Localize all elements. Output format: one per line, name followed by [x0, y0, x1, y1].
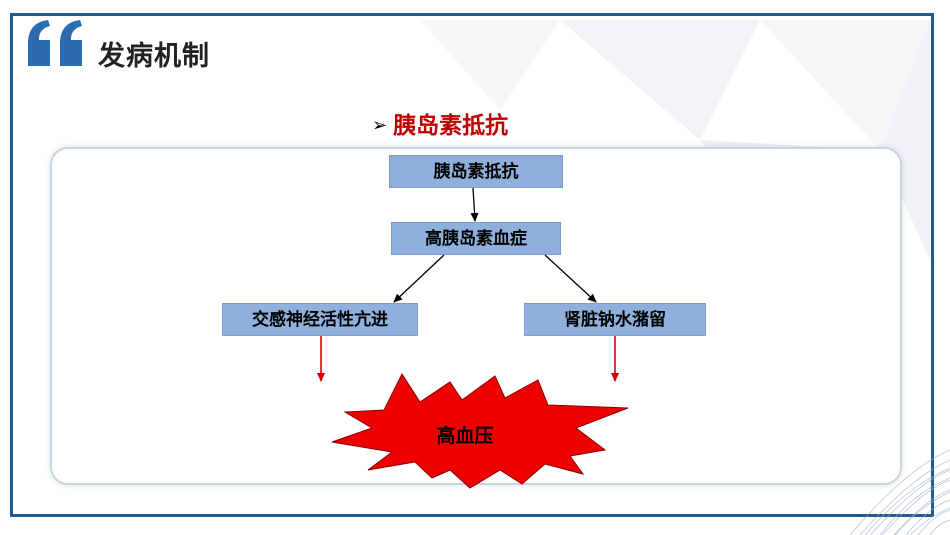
subtitle-text: 胰岛素抵抗: [393, 113, 509, 139]
mesh-decoration: [849, 449, 950, 535]
node-sympathetic-activation: 交感神经活性亢进: [222, 303, 418, 336]
node-insulin-resistance: 胰岛素抵抗: [389, 155, 563, 188]
node-hyperinsulinemia: 高胰岛素血症: [391, 222, 561, 255]
node-hypertension: 高血压: [436, 425, 494, 447]
slide-frame: [10, 13, 934, 517]
double-quote-icon: [28, 20, 82, 66]
subtitle: ➢胰岛素抵抗: [372, 106, 508, 140]
node-renal-sodium-retention: 肾脏钠水潴留: [524, 303, 706, 336]
section-title: 发病机制: [98, 41, 210, 72]
arrow-bullet-icon: ➢: [372, 115, 388, 136]
